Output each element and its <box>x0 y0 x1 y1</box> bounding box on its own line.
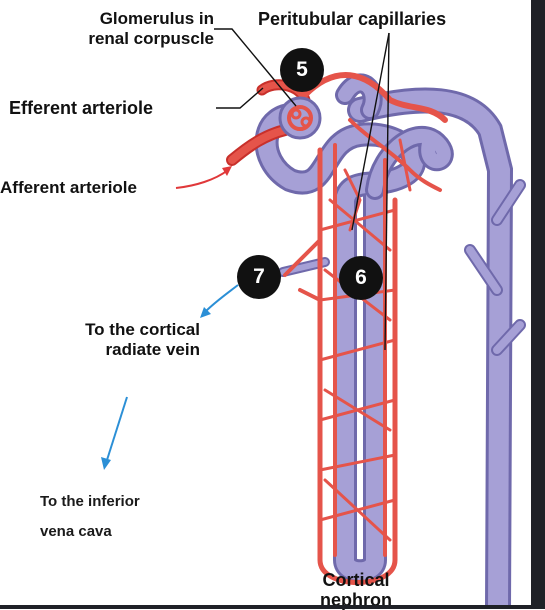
blue-arrow-icon <box>101 396 128 470</box>
glomerulus-label-line2: renal corpuscle <box>88 29 214 48</box>
step-7-badge: 7 <box>237 255 281 299</box>
ivc-label: To the inferior vena cava <box>40 491 140 543</box>
cortical-vein-label-line2: radiate vein <box>105 340 201 359</box>
peritubular-label: Peritubular capillaries <box>258 9 447 29</box>
cortical-vein-label-line1: To the cortical <box>85 320 200 339</box>
glomerulus-label-line1: Glomerulus in <box>99 9 214 28</box>
window-frame-bottom <box>0 605 545 609</box>
ivc-label-line1: To the inferior <box>40 493 140 510</box>
collecting-duct <box>347 87 526 609</box>
step-5-badge: 5 <box>280 48 324 92</box>
cortical-vein-label: To the cortical radiate vein <box>40 320 200 360</box>
peritubular-capillary-network <box>226 72 448 585</box>
blue-arrow-icon <box>200 284 239 318</box>
efferent-label: Efferent arteriole <box>9 98 154 118</box>
nephron-label-line1: Cortical <box>322 570 390 590</box>
glomerulus <box>278 96 322 140</box>
leader-lines <box>214 28 390 351</box>
glomerulus-label: Glomerulus in renal corpuscle <box>40 9 214 49</box>
nephron-label: Cortical nephron <box>296 570 416 610</box>
ivc-label-line2: vena cava <box>40 523 112 540</box>
nephron-tubule <box>254 73 454 584</box>
red-arrow-icon <box>175 166 232 189</box>
step-6-badge: 6 <box>339 256 383 300</box>
window-frame-right <box>531 0 545 609</box>
afferent-label: Afferent arteriole <box>0 178 137 197</box>
